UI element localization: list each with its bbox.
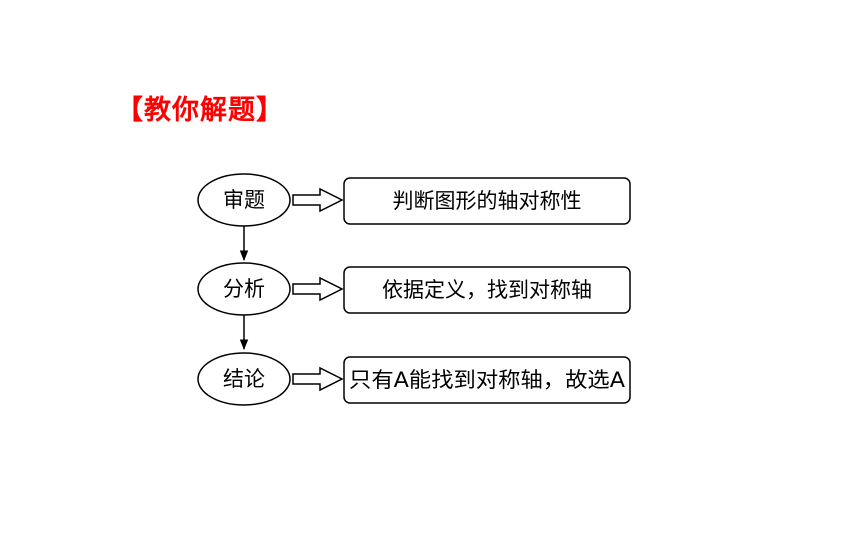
step-description-box [343,356,631,404]
step-label: 结论 [223,367,265,391]
step-description: 判断图形的轴对称性 [393,189,582,213]
step-description-box [343,266,631,314]
page-title: 【教你解题】 [116,95,284,126]
step-label: 审题 [223,188,265,212]
step-description: 只有A能找到对称轴，故选A [349,368,626,392]
step-ellipse [197,262,291,316]
step-description-box [343,177,631,225]
hollow-arrow-icon [292,187,344,213]
step-ellipse [197,173,291,227]
hollow-arrow-icon [292,276,344,302]
step-description: 依据定义，找到对称轴 [382,278,592,302]
hollow-arrow-icon [292,366,344,392]
step-label: 分析 [223,277,265,301]
flow-step: 审题 判断图形的轴对称性 [197,173,631,227]
flow-step: 分析 依据定义，找到对称轴 [197,262,631,316]
step-ellipse [197,352,291,406]
flow-step: 结论 只有A能找到对称轴，故选A [197,352,631,406]
